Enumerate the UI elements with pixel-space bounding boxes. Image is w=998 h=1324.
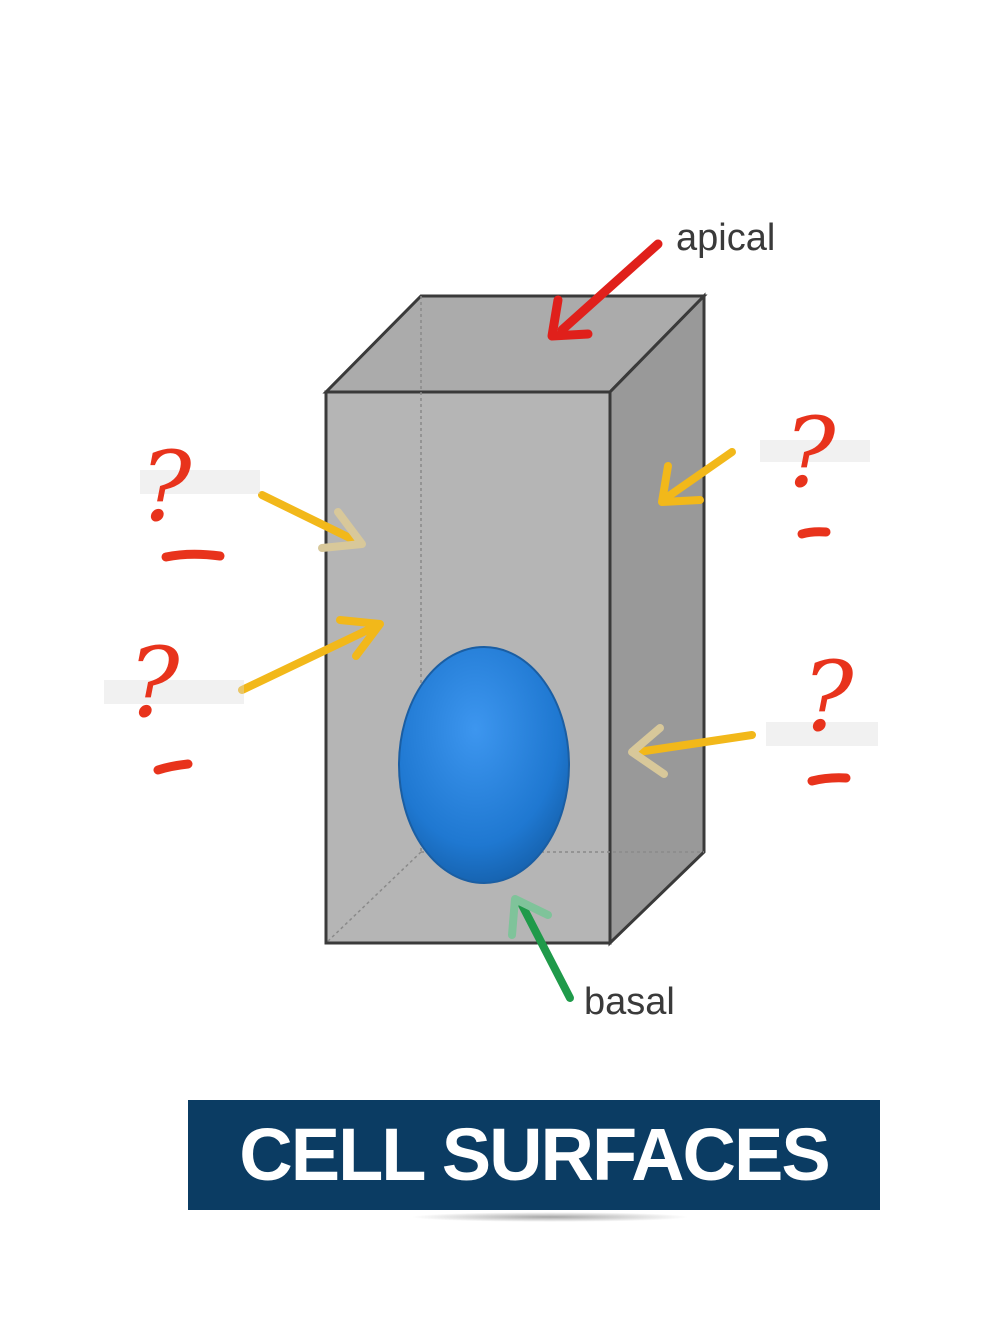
lateral-arrow-left-upper	[258, 491, 366, 552]
lateral-arrow-right-lower	[628, 724, 756, 778]
cell-box	[322, 292, 708, 947]
lateral-arrow-right-upper	[658, 448, 736, 506]
title-shadow	[410, 1212, 690, 1222]
nucleus	[398, 646, 570, 884]
svg-text:?: ?	[128, 627, 180, 739]
question-mark-right-lower: ?	[802, 641, 854, 786]
basal-label: basal	[584, 981, 675, 1023]
svg-text:?: ?	[802, 641, 854, 753]
cell-side-face	[608, 292, 706, 947]
svg-text:?: ?	[140, 431, 192, 543]
question-mark-left-lower: ?	[128, 627, 193, 775]
title-text: CELL SURFACES	[239, 1113, 830, 1196]
lateral-arrow-left-lower	[238, 616, 384, 694]
question-mark-left-upper: ?	[140, 431, 225, 562]
svg-text:?: ?	[784, 397, 836, 509]
apical-label: apical	[676, 217, 775, 259]
basal-arrow	[508, 895, 574, 1002]
question-mark-right-upper: ?	[784, 397, 836, 539]
title-banner: CELL SURFACES	[188, 1100, 880, 1210]
apical-arrow	[547, 239, 663, 341]
